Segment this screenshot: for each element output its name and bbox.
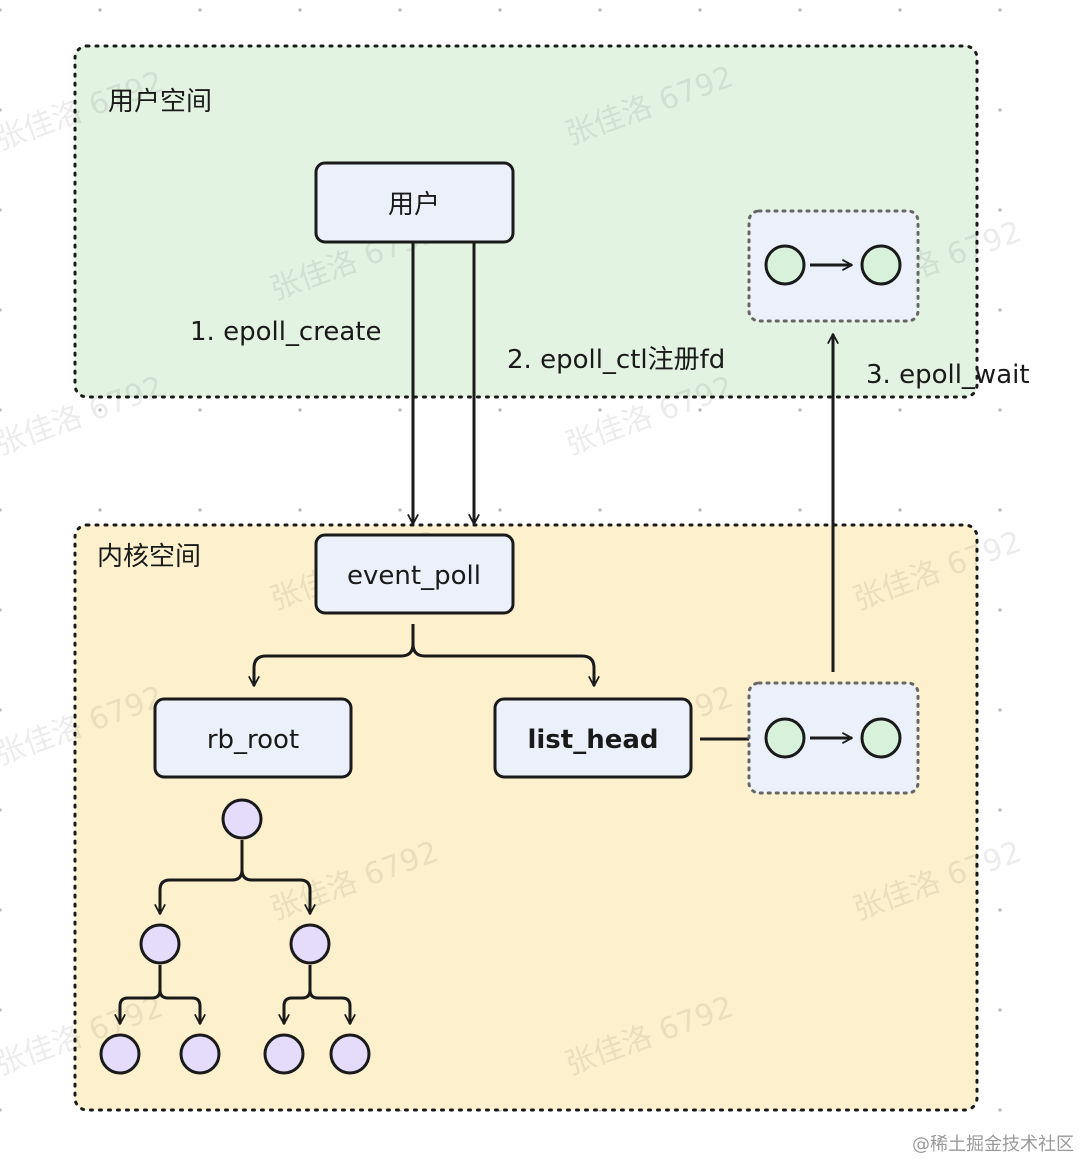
user-ready-list: [747, 209, 920, 323]
rb-tree-node: [221, 798, 263, 840]
node-list-head: list_head: [493, 697, 693, 779]
list-node: [860, 244, 902, 286]
rb-tree-node: [329, 1033, 371, 1075]
edge-tree: [158, 989, 206, 1025]
edge-event-poll-list-head: [411, 643, 600, 687]
node-user-label: 用户: [388, 190, 440, 220]
node-rb-root-box: [153, 697, 353, 779]
edge-label-epoll-wait: 3. epoll_wait: [866, 360, 1030, 390]
kernel-ready-list: [747, 681, 920, 795]
list-node: [764, 244, 806, 286]
list-node: [860, 717, 902, 759]
rb-tree-node: [139, 923, 181, 965]
rb-tree-node: [179, 1033, 221, 1075]
node-event-poll-label: event_poll: [347, 561, 481, 591]
edge-tree: [240, 869, 316, 915]
rb-tree-node: [263, 1033, 305, 1075]
footer-credit: @稀土掘金技术社区: [912, 1134, 1074, 1155]
edge-tree: [308, 989, 356, 1025]
user-space-label: 用户空间: [108, 87, 212, 117]
kernel-space-label: 内核空间: [97, 542, 201, 572]
rb-tree-node: [99, 1033, 141, 1075]
node-event-poll: event_poll: [314, 533, 515, 615]
edge-label-epoll-create: 1. epoll_create: [190, 317, 381, 347]
node-list-head-box: [493, 697, 693, 779]
edges: [114, 243, 839, 1025]
kernel-space-box: [73, 523, 979, 1112]
node-rb-root-label: rb_root: [207, 725, 299, 755]
rb-tree: [99, 798, 371, 1075]
node-event-poll-box: [314, 533, 515, 615]
node-user-box: [314, 161, 515, 244]
list-node: [764, 717, 806, 759]
node-user: 用户: [314, 161, 515, 244]
node-list-head-label: list_head: [527, 725, 658, 755]
rb-tree-node: [289, 923, 331, 965]
node-rb-root: rb_root: [153, 697, 353, 779]
edge-label-epoll-ctl: 2. epoll_ctl注册fd: [507, 345, 725, 375]
kernel-space-region: 内核空间: [73, 523, 979, 1112]
